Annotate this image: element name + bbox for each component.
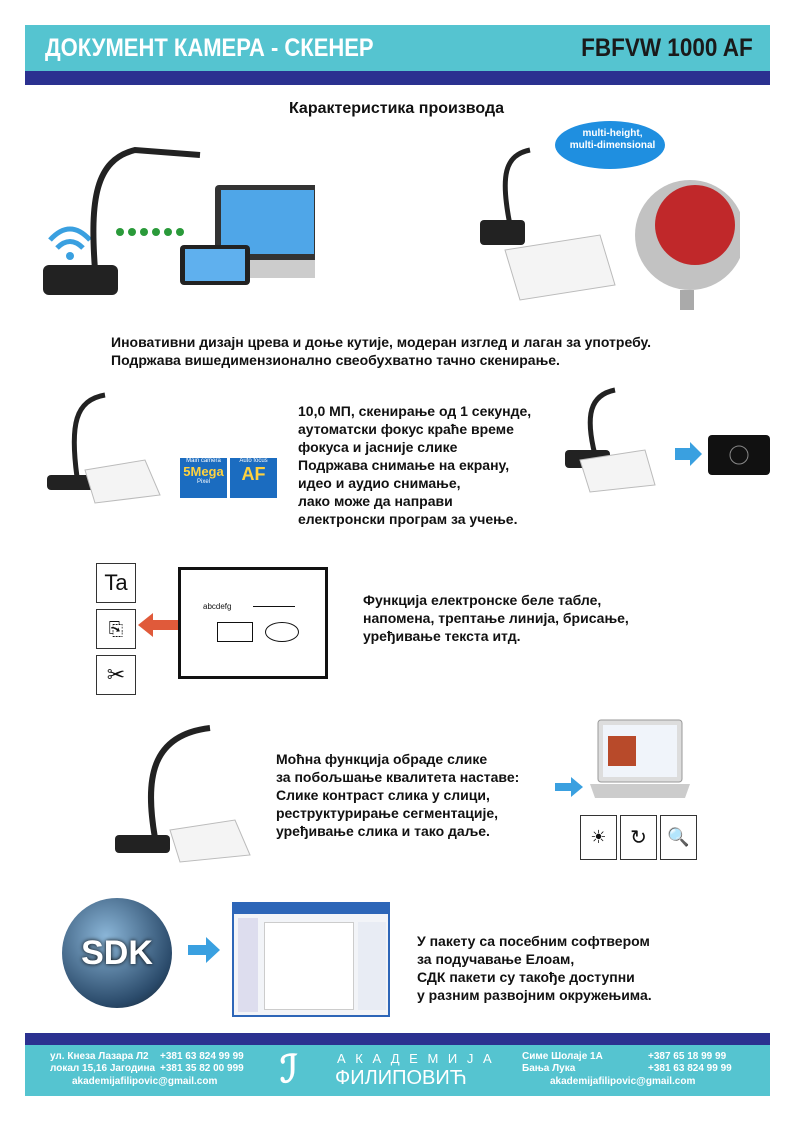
rotate-icon: ↻ <box>630 827 647 849</box>
arrow-left-icon <box>138 613 178 637</box>
badge-value: 5Mega <box>183 464 224 479</box>
zoom-button[interactable]: 🔍 <box>660 815 697 860</box>
badge-label: Main camera <box>186 458 221 464</box>
badge-label: Auto focus <box>239 458 268 464</box>
arrow-right-icon <box>188 937 220 963</box>
section-5-text: У пакету са посебним софтвером за подуча… <box>417 933 652 1003</box>
section-2-text: 10,0 МП, скенирање од 1 секунде, аутомат… <box>298 403 532 527</box>
footer-email[interactable]: akademijafilipovic@gmail.com <box>550 1076 696 1087</box>
header-stripe <box>25 71 770 85</box>
badge-sub: Pixel <box>196 479 210 485</box>
arrow-right-icon <box>555 777 583 797</box>
header-bar <box>25 25 770 71</box>
footer-phone: +381 63 824 99 99 <box>648 1063 732 1074</box>
multi-height-image: multi-height, multi-dimensional <box>440 115 745 315</box>
section-heading: Карактеристика производа <box>288 100 505 117</box>
logo-icon: ℐ <box>280 1049 298 1091</box>
wifi-icon <box>43 146 335 295</box>
footer-phone: +381 35 82 00 999 <box>160 1063 244 1074</box>
text-tool-button[interactable]: Ta <box>96 563 136 603</box>
section-1-text: Иновативни дизајн црева и доње кутије, м… <box>111 334 651 368</box>
footer-address: Симе Шолаје 1А <box>522 1051 603 1062</box>
badge-value: AF <box>241 464 266 484</box>
whiteboard: abcdefg <box>178 567 328 679</box>
camera-video-image <box>540 380 775 495</box>
cut-tool-button[interactable]: ✂ <box>96 655 136 695</box>
brightness-button[interactable]: ☀ <box>580 815 617 860</box>
page-title: ДОКУМЕНТ КАМЕРА - СКЕНЕР <box>45 34 374 62</box>
footer-address: ул. Кнеза Лазара Л2 <box>50 1051 149 1062</box>
camera-image <box>100 720 260 865</box>
copy-tool-button[interactable]: ⎘ <box>96 609 136 649</box>
zoom-icon: 🔍 <box>667 827 690 847</box>
sdk-label: SDK <box>81 933 153 972</box>
footer-phone: +387 65 18 99 99 <box>648 1051 727 1062</box>
sdk-globe: SDK <box>62 898 172 1008</box>
footer-email[interactable]: akademijafilipovic@gmail.com <box>72 1076 218 1087</box>
footer-address: Бања Лука <box>522 1063 576 1074</box>
rotate-button[interactable]: ↻ <box>620 815 657 860</box>
copy-icon: ⎘ <box>108 618 124 639</box>
software-screenshot <box>232 902 390 1017</box>
logo-line2: ФИЛИПОВИЋ <box>335 1067 467 1089</box>
camera-document-image <box>35 385 175 505</box>
wifi-camera-image <box>35 140 335 310</box>
scissors-icon: ✂ <box>106 662 126 687</box>
footer-phone: +381 63 824 99 99 <box>160 1051 244 1062</box>
laptop-image <box>590 718 690 808</box>
brightness-icon: ☀ <box>590 827 607 847</box>
speech-bubble: multi-height, multi-dimensional <box>569 128 656 151</box>
footer-address: локал 15,16 Јагодина <box>50 1063 156 1074</box>
autofocus-badge: Auto focus AF <box>230 458 277 498</box>
footer-stripe <box>25 1033 770 1045</box>
section-4-text: Моћна функција обраде слике за побољшање… <box>276 751 520 839</box>
footer: ул. Кнеза Лазара Л2 локал 15,16 Јагодина… <box>25 1045 770 1096</box>
section-3-text: Функција електронске беле табле, напомен… <box>363 592 629 644</box>
text-tool-label: Ta <box>104 570 128 595</box>
model-name: FBFVW 1000 AF <box>581 34 753 62</box>
whiteboard-text: abcdefg <box>203 602 232 611</box>
megapixel-badge: Main camera 5Mega Pixel <box>180 458 227 498</box>
logo-line1: А К А Д Е М И Ј А <box>337 1051 495 1066</box>
